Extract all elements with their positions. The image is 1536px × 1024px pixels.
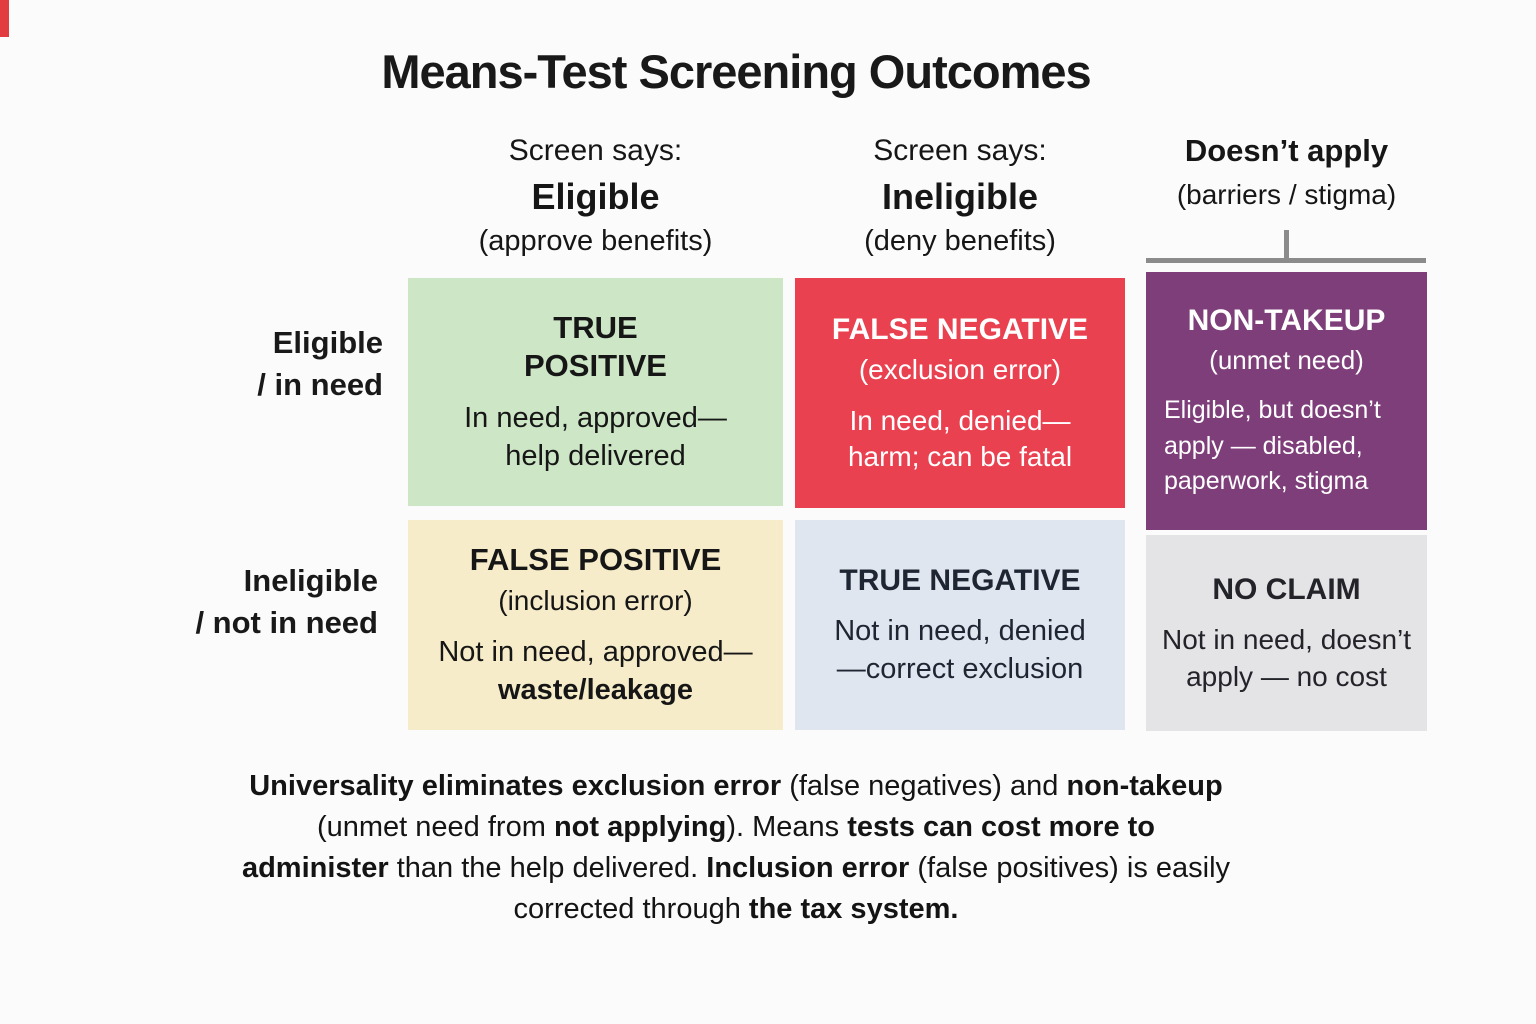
corner-mark: [0, 0, 9, 37]
row-header-ineligible-not-in-need: Ineligible / not in need: [145, 560, 378, 644]
summary-segment: Universality eliminates exclusion error: [249, 770, 782, 802]
cell-body: In need, denied— harm; can be fatal: [848, 403, 1072, 476]
cell-title: FALSE NEGATIVE: [831, 312, 1089, 346]
cell-body: Not in need, denied —correct exclusion: [834, 613, 1086, 688]
summary-segment: the tax system.: [748, 893, 959, 925]
row-header-line: Ineligible: [243, 563, 378, 598]
column-header-sub: (approve benefits): [478, 224, 713, 257]
cell-title: TRUE POSITIVE: [524, 309, 667, 387]
cell-subtitle: (inclusion error): [498, 585, 693, 617]
cell-non-takeup: NON-TAKEUP (unmet need) Eligible, but do…: [1146, 272, 1427, 530]
cell-body-line: harm; can be fatal: [847, 440, 1073, 472]
cell-body-line: apply — no cost: [1186, 660, 1387, 692]
column-bracket-tick: [1284, 230, 1289, 260]
cell-subtitle: (unmet need): [1209, 344, 1364, 375]
column-header-label: Eligible: [531, 175, 660, 217]
cell-body-line: help delivered: [505, 439, 686, 472]
column-header-label: Doesn’t apply: [1184, 133, 1389, 168]
cell-body: Eligible, but doesn’t apply — disabled, …: [1146, 393, 1391, 500]
column-header-prefix: Screen says:: [508, 134, 683, 167]
cell-true-negative: TRUE NEGATIVE Not in need, denied —corre…: [795, 520, 1125, 730]
summary-segment: tests can cost more to: [847, 811, 1156, 843]
cell-body-line: In need, approved—: [464, 402, 727, 435]
summary-segment: Inclusion error: [706, 852, 910, 884]
summary-segment: administer: [241, 852, 389, 884]
summary-line: corrected through the tax system.: [0, 889, 1472, 930]
summary-line: administer than the help delivered. Incl…: [0, 848, 1472, 889]
summary-segment: corrected through: [513, 893, 749, 925]
cell-body: Not in need, approved— waste/leakage: [438, 634, 752, 709]
cell-body-line: waste/leakage: [497, 673, 694, 706]
cell-body-line: —correct exclusion: [836, 652, 1084, 685]
cell-body-line: apply — disabled,: [1164, 431, 1363, 460]
cell-false-positive: FALSE POSITIVE (inclusion error) Not in …: [408, 520, 783, 730]
summary-line: Universality eliminates exclusion error …: [0, 766, 1472, 807]
summary-segment: (unmet need from: [316, 811, 554, 843]
cell-body: In need, approved— help delivered: [464, 400, 727, 475]
cell-body-line: paperwork, stigma: [1164, 467, 1369, 496]
column-header-sub: (deny benefits): [864, 224, 1056, 257]
column-header-prefix: Screen says:: [873, 134, 1047, 167]
row-header-line: Eligible: [272, 325, 383, 360]
cell-body-line: Eligible, but doesn’t: [1164, 396, 1381, 425]
row-header-line: / not in need: [195, 604, 378, 640]
cell-no-claim: NO CLAIM Not in need, doesn’t apply — no…: [1146, 535, 1427, 731]
cell-title: FALSE POSITIVE: [469, 541, 722, 577]
page-title: Means-Test Screening Outcomes: [381, 45, 1091, 98]
cell-body-line: Not in need, approved—: [438, 635, 753, 668]
column-header-eligible: Screen says: Eligible (approve benefits): [408, 132, 783, 259]
cell-title: NO CLAIM: [1212, 572, 1361, 606]
summary-paragraph: Universality eliminates exclusion error …: [0, 766, 1472, 930]
summary-segment: than the help delivered.: [388, 852, 707, 884]
column-header-doesnt-apply: Doesn’t apply (barriers / stigma): [1146, 132, 1427, 212]
summary-segment: (false negatives) and: [781, 770, 1067, 802]
cell-body: Not in need, doesn’t apply — no cost: [1162, 622, 1411, 695]
summary-segment: (false positives) is easily: [909, 852, 1231, 884]
cell-title: TRUE NEGATIVE: [839, 563, 1081, 597]
cell-body-line: In need, denied—: [849, 404, 1071, 436]
cell-title-line: POSITIVE: [524, 348, 667, 384]
summary-segment: not applying: [553, 811, 727, 843]
column-header-label: Ineligible: [881, 175, 1039, 217]
column-header-ineligible: Screen says: Ineligible (deny benefits): [795, 132, 1125, 259]
row-header-eligible-in-need: Eligible / in need: [150, 322, 383, 406]
row-header-line: / in need: [257, 366, 383, 402]
summary-segment: ). Means: [726, 811, 848, 843]
cell-title: NON-TAKEUP: [1187, 304, 1386, 338]
cell-false-negative: FALSE NEGATIVE (exclusion error) In need…: [795, 278, 1125, 508]
cell-true-positive: TRUE POSITIVE In need, approved— help de…: [408, 278, 783, 506]
summary-segment: non-takeup: [1066, 770, 1223, 802]
cell-title-line: TRUE: [553, 309, 638, 345]
column-header-sub: (barriers / stigma): [1176, 178, 1397, 210]
summary-line: (unmet need from not applying). Means te…: [0, 807, 1472, 848]
cell-subtitle: (exclusion error): [858, 354, 1062, 386]
column-bracket-line: [1146, 258, 1426, 263]
cell-body-line: Not in need, denied: [834, 615, 1086, 648]
cell-body-line: Not in need, doesn’t: [1161, 624, 1412, 656]
